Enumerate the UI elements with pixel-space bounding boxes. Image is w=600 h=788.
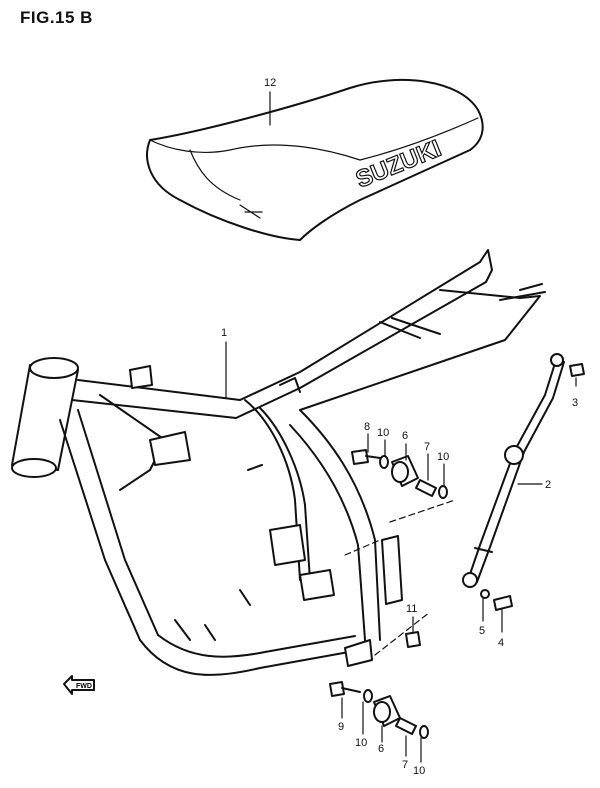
washer-10-lower-a bbox=[363, 689, 373, 703]
callout-3: 3 bbox=[572, 397, 578, 409]
washer-10-upper-a bbox=[379, 455, 389, 469]
callout-2: 2 bbox=[545, 479, 551, 491]
callouts: 12 1 2 3 4 5 6 6 7 7 8 9 10 10 10 10 11 bbox=[221, 77, 578, 777]
callout-10-lower-a: 10 bbox=[355, 737, 367, 749]
side-brace bbox=[462, 353, 565, 588]
fastener-5 bbox=[480, 589, 490, 599]
callout-5: 5 bbox=[479, 625, 485, 637]
seat: SUZUKI bbox=[146, 78, 484, 241]
callout-7-upper: 7 bbox=[424, 441, 430, 453]
forward-arrow-label: FWD bbox=[76, 683, 92, 690]
collar-7-lower bbox=[395, 717, 417, 735]
callout-6-lower: 6 bbox=[378, 743, 384, 755]
frame bbox=[11, 249, 546, 676]
fastener-4 bbox=[493, 595, 513, 611]
callout-12: 12 bbox=[264, 77, 276, 89]
nut-11 bbox=[405, 631, 421, 648]
callout-6-upper: 6 bbox=[402, 430, 408, 442]
bolt-8 bbox=[351, 449, 381, 465]
callout-1: 1 bbox=[221, 327, 227, 339]
collar-7-upper bbox=[415, 479, 437, 497]
fastener-3 bbox=[569, 363, 585, 377]
callout-10-upper-a: 10 bbox=[377, 427, 389, 439]
forward-arrow: FWD bbox=[63, 675, 95, 695]
callout-7-lower: 7 bbox=[402, 759, 408, 771]
mount-6-lower bbox=[373, 695, 401, 727]
washer-10-lower-b bbox=[419, 725, 429, 739]
leader-lines bbox=[225, 91, 577, 763]
mount-6-upper bbox=[391, 455, 419, 487]
callout-8: 8 bbox=[364, 421, 370, 433]
washer-10-upper-b bbox=[438, 485, 448, 499]
callout-4: 4 bbox=[498, 637, 504, 649]
figure-title: FIG.15 B bbox=[20, 8, 93, 27]
callout-11: 11 bbox=[406, 603, 417, 615]
callout-9: 9 bbox=[338, 721, 344, 733]
callout-10-lower-b: 10 bbox=[413, 765, 425, 777]
bolt-9 bbox=[329, 681, 361, 697]
callout-10-upper-b: 10 bbox=[437, 451, 449, 463]
